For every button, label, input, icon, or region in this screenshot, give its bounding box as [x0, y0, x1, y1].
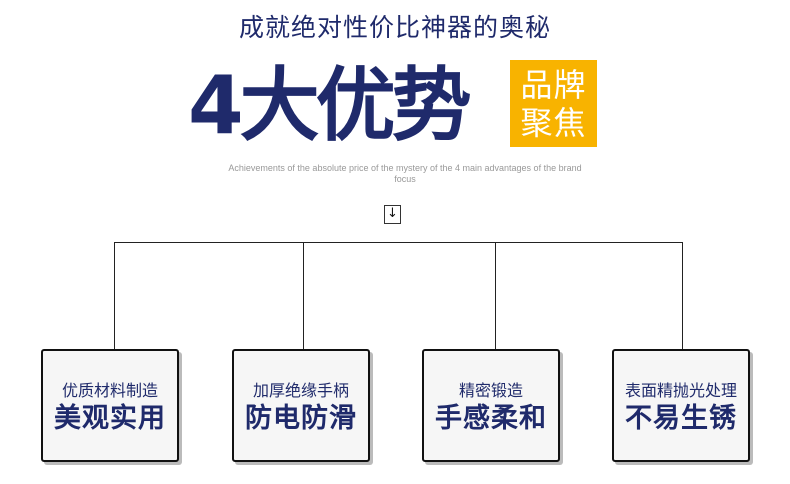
feature-card-1: 优质材料制造 美观实用 [41, 349, 179, 462]
feature-card-4: 表面精抛光处理 不易生锈 [612, 349, 750, 462]
headline: 4大优势 [188, 59, 472, 152]
feature-card-big-text: 防电防滑 [245, 402, 357, 434]
feature-card-small-text: 精密锻造 [458, 380, 523, 400]
badge-line-1: 品牌 [520, 65, 587, 104]
feature-card-small-text: 加厚绝缘手柄 [252, 380, 349, 400]
badge-line-2: 聚焦 [520, 103, 587, 142]
subtitle: 成就绝对性价比神器的奥秘 [238, 13, 551, 42]
feature-card-small-text: 表面精抛光处理 [624, 380, 737, 400]
feature-card-small-text: 优质材料制造 [61, 380, 158, 400]
feature-card-big-text: 手感柔和 [435, 402, 547, 434]
down-arrow-icon: ↓ [384, 205, 401, 224]
connector-horizontal [114, 242, 683, 243]
feature-card-big-text: 不易生锈 [625, 402, 737, 434]
connector-vertical-2 [303, 242, 304, 350]
english-caption: Achievements of the absolute price of th… [228, 163, 582, 184]
feature-card-big-text: 美观实用 [54, 402, 166, 434]
feature-card-2: 加厚绝缘手柄 防电防滑 [232, 349, 370, 462]
connector-vertical-1 [114, 242, 115, 350]
feature-card-3: 精密锻造 手感柔和 [422, 349, 560, 462]
connector-vertical-3 [495, 242, 496, 350]
connector-vertical-4 [682, 242, 683, 350]
brand-focus-badge: 品牌 聚焦 [510, 60, 597, 147]
